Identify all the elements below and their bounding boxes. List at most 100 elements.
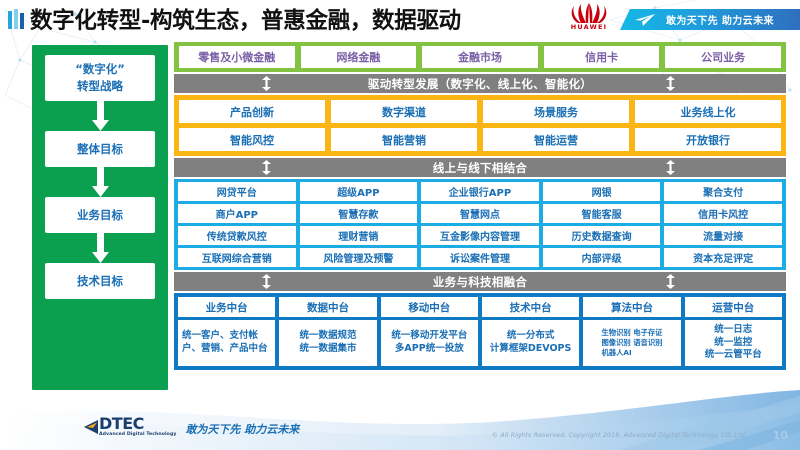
drive-cell-1-2[interactable]: 智能运营 (483, 128, 629, 151)
application-cell-1-4[interactable]: 信用卡风控 (664, 204, 782, 223)
strategy-item-3[interactable]: 技术目标 (45, 263, 155, 299)
strategy-item-2[interactable]: 业务目标 (45, 197, 155, 233)
updown-arrow-icon (666, 160, 675, 175)
strategy-item-0-label: “数字化” 转型战略 (75, 62, 125, 93)
mid-platform-head-0[interactable]: 业务中台 (178, 297, 276, 317)
connector-bar-drive: 驱动转型发展（数字化、线上化、智能化） (174, 74, 786, 93)
dtec-mark: DTEC Advanced Digital Technology (84, 416, 176, 438)
application-cell-0-1[interactable]: 超级APP (299, 182, 418, 201)
updown-arrow-icon (262, 160, 271, 175)
connector-bar-channel: 线上与线下相结合 (174, 158, 786, 177)
mid-platform-head-5[interactable]: 运营中台 (684, 297, 782, 317)
mid-platform-body-4[interactable]: 生物识别 电子存证 图像识别 语音识别 机器人AI (583, 320, 681, 366)
business-line-cell-1[interactable]: 网络金融 (300, 46, 417, 68)
business-lines-band: 零售及小微金融网络金融金融市场信用卡公司业务 (174, 42, 786, 72)
drive-cell-0-1[interactable]: 数字渠道 (331, 100, 477, 123)
mid-platform-body-3[interactable]: 统一分布式 计算框架DEVOPS (481, 320, 580, 366)
strategy-item-1[interactable]: 整体目标 (45, 131, 155, 167)
dtec-logo-name: DTEC (99, 414, 144, 434)
footer-slogan: 敢为天下先 助力云未来 (185, 423, 300, 436)
strategy-item-3-label: 技术目标 (77, 273, 123, 288)
application-cell-3-2[interactable]: 诉讼案件管理 (421, 248, 539, 267)
copyright-text: © All Rights Reserved. Copyright 2019, A… (491, 432, 745, 439)
updown-arrow-icon (666, 76, 675, 91)
drive-cell-0-2[interactable]: 场景服务 (483, 100, 629, 123)
application-cell-0-4[interactable]: 聚合支付 (664, 182, 782, 201)
huawei-flower-icon (571, 3, 607, 23)
application-cell-1-1[interactable]: 智慧存款 (299, 204, 418, 223)
dtec-triangle-icon (84, 420, 98, 435)
mid-platform-band: 业务中台统一客户、支付帐户、营销、产品中台数据中台统一数据规范 统一数据集市移动… (174, 293, 786, 370)
header-slogan-text: 敢为天下先 助力云未来 (666, 16, 774, 27)
strategy-item-1-label: 整体目标 (77, 141, 123, 156)
business-line-cell-4[interactable]: 公司业务 (665, 46, 781, 68)
mid-platform-body-0[interactable]: 统一客户、支付帐户、营销、产品中台 (178, 320, 276, 366)
application-cell-1-0[interactable]: 商户APP (178, 204, 296, 223)
down-arrow-icon-2 (91, 167, 109, 197)
strategy-item-0[interactable]: “数字化” 转型战略 (45, 55, 155, 101)
business-line-cell-2[interactable]: 金融市场 (422, 46, 538, 68)
application-cell-0-0[interactable]: 网贷平台 (178, 182, 296, 201)
footer-wave-decoration (0, 390, 800, 450)
application-cell-3-1[interactable]: 风险管理及预警 (299, 248, 418, 267)
application-cell-3-4[interactable]: 资本充足评定 (664, 248, 782, 267)
application-cell-2-0[interactable]: 传统贷款风控 (178, 226, 296, 245)
strategy-item-2-label: 业务目标 (77, 207, 123, 222)
paper-plane-icon (635, 13, 655, 26)
application-cell-2-3[interactable]: 历史数据查询 (542, 226, 661, 245)
updown-arrow-icon (262, 274, 271, 289)
application-cell-1-2[interactable]: 智慧网点 (421, 204, 539, 223)
slide-header: 数字化转型-构筑生态，普惠金融，数据驱动 HUAWEI 敢为天下先 助力云未来 (0, 0, 800, 38)
updown-arrow-icon (666, 274, 675, 289)
strategy-column: “数字化” 转型战略 整体目标 业务目标 技术目标 (32, 45, 168, 390)
drive-row: 智能风控智能营销智能运营开放银行 (179, 128, 781, 151)
architecture-stack: 零售及小微金融网络金融金融市场信用卡公司业务 驱动转型发展（数字化、线上化、智能… (174, 42, 786, 370)
huawei-logo: HUAWEI (566, 2, 612, 36)
dtec-logo-subtitle: Advanced Digital Technology (99, 432, 177, 438)
mid-platform-column-2: 移动中台统一移动开发平台 多APP统一投放 (380, 297, 478, 366)
application-cell-0-3[interactable]: 网银 (542, 182, 661, 201)
application-cell-2-2[interactable]: 互金影像内容管理 (421, 226, 539, 245)
down-arrow-icon-3 (91, 233, 109, 263)
header-slogan-banner: 敢为天下先 助力云未来 (620, 9, 800, 30)
drive-cell-0-3[interactable]: 业务线上化 (635, 100, 781, 123)
drive-cell-1-3[interactable]: 开放银行 (635, 128, 781, 151)
business-line-cell-3[interactable]: 信用卡 (543, 46, 660, 68)
mid-platform-head-4[interactable]: 算法中台 (583, 297, 681, 317)
application-cell-1-3[interactable]: 智能客服 (542, 204, 661, 223)
mid-platform-column-3: 技术中台统一分布式 计算框架DEVOPS (481, 297, 580, 366)
mid-platform-head-3[interactable]: 技术中台 (481, 297, 580, 317)
business-line-cell-0[interactable]: 零售及小微金融 (179, 46, 295, 68)
mid-platform-column-1: 数据中台统一数据规范 统一数据集市 (279, 297, 377, 366)
connector-bar-channel-label: 线上与线下相结合 (432, 160, 528, 175)
dtec-logo: DTEC Advanced Digital Technology 敢为天下先 助… (84, 416, 299, 438)
mid-platform-row: 业务中台统一客户、支付帐户、营销、产品中台数据中台统一数据规范 统一数据集市移动… (178, 297, 782, 366)
mid-platform-body-1[interactable]: 统一数据规范 统一数据集市 (279, 320, 377, 366)
page-title: 数字化转型-构筑生态，普惠金融，数据驱动 (30, 8, 461, 34)
page-number: 10 (772, 429, 788, 442)
drive-capabilities-band: 产品创新数字渠道场景服务业务线上化智能风控智能营销智能运营开放银行 (174, 95, 786, 156)
mid-platform-body-5[interactable]: 统一日志 统一监控 统一云管平台 (684, 320, 782, 366)
application-cell-3-3[interactable]: 内部评级 (542, 248, 661, 267)
title-accent-bars-icon (8, 9, 26, 29)
application-row: 互联网综合营销风险管理及预警诉讼案件管理内部评级资本充足评定 (178, 248, 782, 267)
mid-platform-column-4: 算法中台生物识别 电子存证 图像识别 语音识别 机器人AI (583, 297, 681, 366)
drive-cell-1-0[interactable]: 智能风控 (179, 128, 325, 151)
connector-bar-drive-label: 驱动转型发展（数字化、线上化、智能化） (367, 76, 593, 91)
updown-arrow-icon (262, 76, 271, 91)
application-cell-0-2[interactable]: 企业银行APP (421, 182, 539, 201)
application-cell-2-4[interactable]: 流量对接 (664, 226, 782, 245)
mid-platform-head-1[interactable]: 数据中台 (279, 297, 377, 317)
drive-cell-1-1[interactable]: 智能营销 (331, 128, 477, 151)
application-cell-3-0[interactable]: 互联网综合营销 (178, 248, 296, 267)
application-cell-2-1[interactable]: 理财营销 (299, 226, 418, 245)
mid-platform-head-2[interactable]: 移动中台 (380, 297, 478, 317)
mid-platform-column-5: 运营中台统一日志 统一监控 统一云管平台 (684, 297, 782, 366)
drive-cell-0-0[interactable]: 产品创新 (179, 100, 325, 123)
mid-platform-body-2[interactable]: 统一移动开发平台 多APP统一投放 (380, 320, 478, 366)
mid-platform-column-0: 业务中台统一客户、支付帐户、营销、产品中台 (178, 297, 276, 366)
